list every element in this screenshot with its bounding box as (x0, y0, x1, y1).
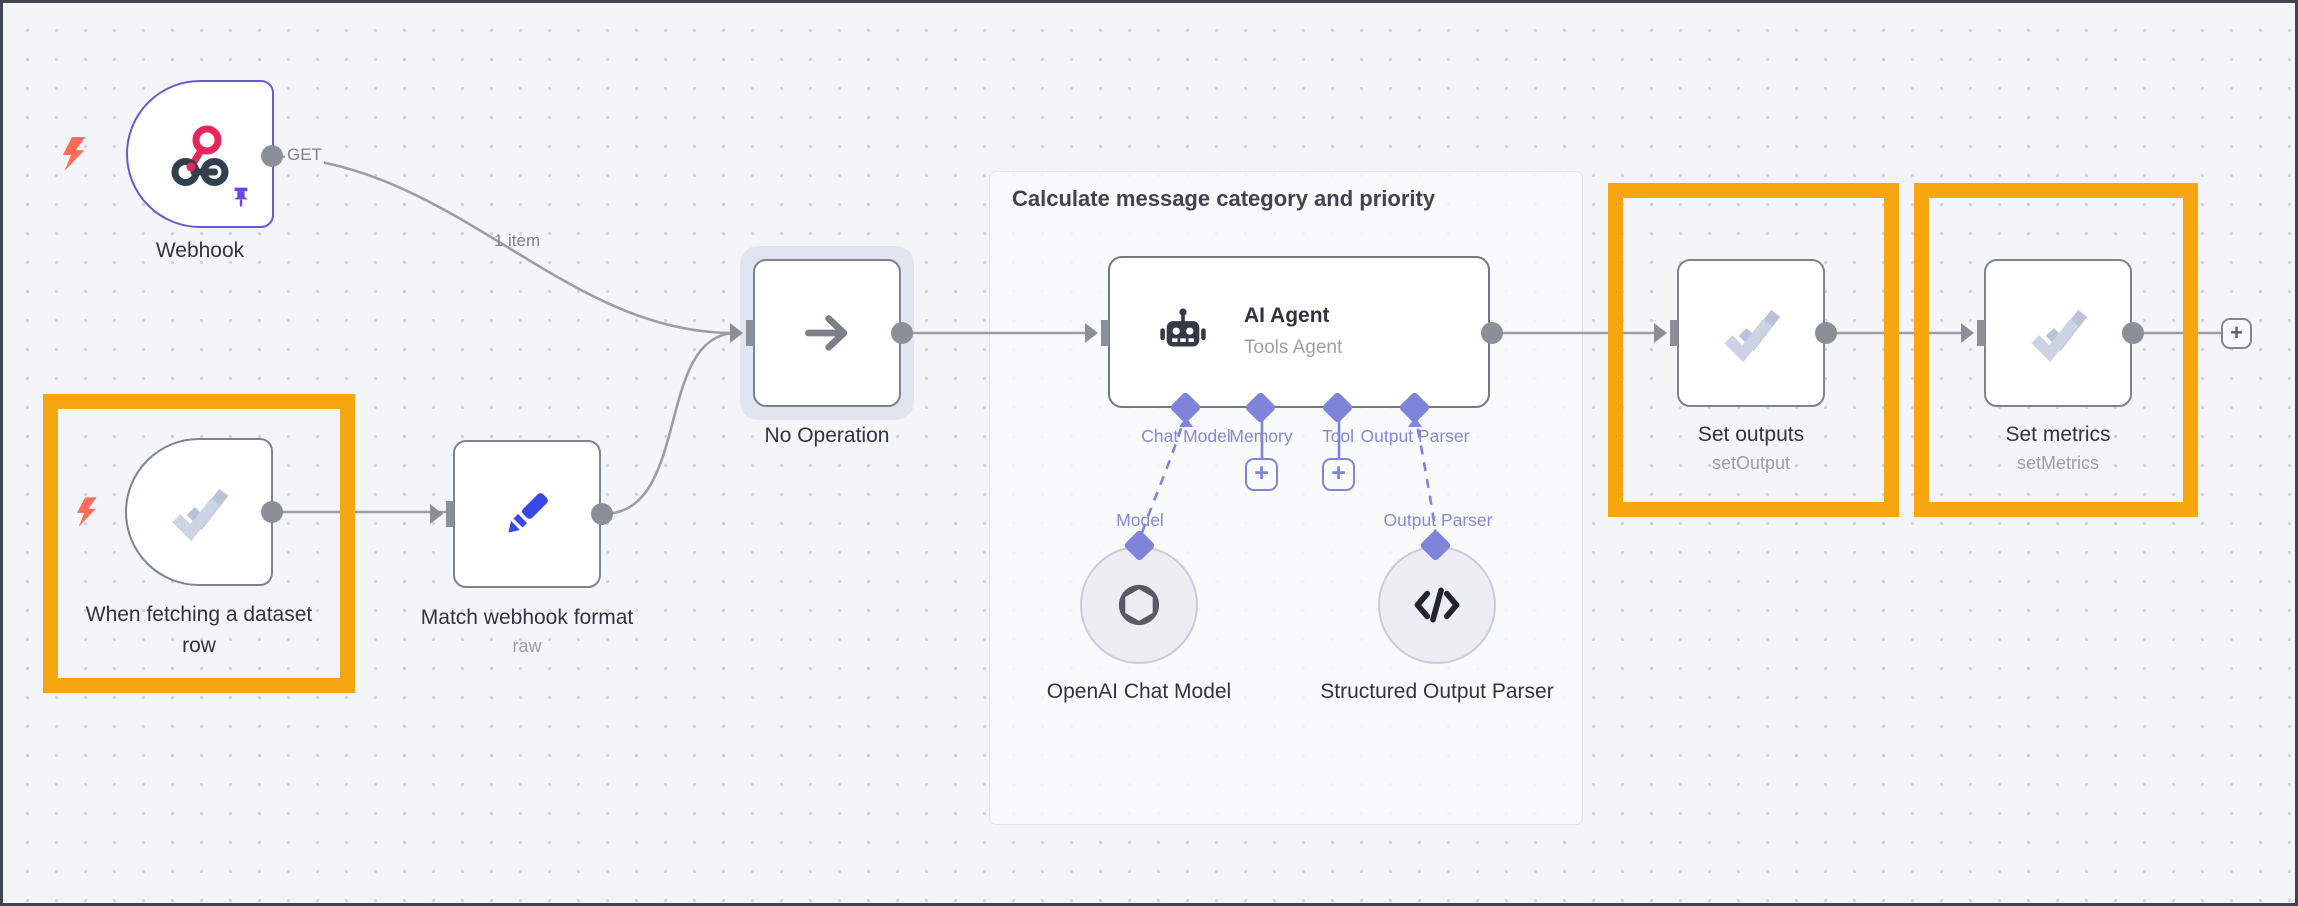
webhook-output-dot[interactable] (261, 145, 283, 167)
node-label-set-outputs: Set outputs setOutput (1697, 423, 1805, 473)
edge-items-label: 1 item (493, 231, 541, 250)
highlight-box-set-outputs (1608, 183, 1899, 517)
match-input-connector[interactable] (430, 499, 454, 529)
setmetrics-output-dot[interactable] (2122, 322, 2144, 344)
node-label-set-metrics: Set metrics setMetrics (2005, 423, 2111, 473)
setmetrics-input-connector[interactable] (1961, 318, 1985, 348)
chat-model-arrow-icon (1179, 417, 1193, 427)
pencil-icon (498, 485, 556, 543)
highlight-box-dataset-trigger (43, 394, 355, 693)
highlight-box-set-metrics (1914, 183, 2198, 517)
robot-icon (1154, 303, 1212, 361)
node-dataset-trigger[interactable] (125, 438, 273, 586)
edge-agent-to-parser[interactable] (1413, 411, 1438, 537)
noop-input-connector[interactable] (730, 318, 754, 348)
edge-match-to-noop[interactable] (602, 331, 734, 516)
link-label-output-parser: Output Parser (1383, 510, 1493, 530)
agent-title: AI Agent (1244, 304, 1330, 327)
add-memory-button[interactable]: + (1245, 458, 1278, 491)
agent-input-connector[interactable] (1085, 318, 1109, 348)
node-set-outputs[interactable] (1677, 259, 1825, 407)
lightning-icon (73, 494, 99, 530)
output-parser-arrow-icon (1408, 417, 1422, 427)
node-no-operation[interactable] (753, 259, 901, 407)
agent-subtitle: Tools Agent (1244, 337, 1343, 358)
openai-logo-icon (1110, 576, 1168, 634)
edge-webhook-to-noop[interactable] (273, 154, 734, 335)
node-label-structured-parser: Structured Output Parser (1320, 680, 1554, 703)
group-title: Calculate message category and priority (1012, 186, 1436, 211)
noop-output-dot[interactable] (891, 322, 913, 344)
port-label-output-parser: Output Parser (1360, 426, 1470, 446)
port-label-tool: Tool (1321, 426, 1355, 446)
node-ai-agent[interactable]: AI Agent Tools Agent (1108, 256, 1490, 408)
lightning-icon (58, 135, 88, 173)
agent-text: AI Agent Tools Agent (1244, 303, 1342, 361)
pushpin-icon (228, 186, 254, 212)
webhook-output-label: GET (285, 145, 324, 165)
add-node-button[interactable]: + (2221, 318, 2252, 349)
match-output-dot[interactable] (591, 503, 613, 525)
node-match-webhook-format[interactable] (453, 440, 601, 588)
setoutputs-output-dot[interactable] (1815, 322, 1837, 344)
node-set-metrics[interactable] (1984, 259, 2132, 407)
double-check-icon (1718, 300, 1784, 366)
webhook-icon (168, 122, 232, 186)
node-label-openai-model: OpenAI Chat Model (1046, 680, 1232, 703)
node-label-dataset-trigger: When fetching a dataset row (85, 603, 313, 657)
link-label-model: Model (1116, 510, 1164, 530)
port-label-memory: Memory (1229, 426, 1293, 446)
node-webhook[interactable] (126, 80, 274, 228)
dataset-output-dot[interactable] (261, 501, 283, 523)
setoutputs-input-connector[interactable] (1654, 318, 1678, 348)
edge-agent-to-model[interactable] (1139, 411, 1188, 537)
double-check-icon (2025, 300, 2091, 366)
arrow-right-icon (800, 306, 854, 360)
double-check-icon (166, 479, 232, 545)
node-structured-output-parser[interactable] (1378, 546, 1496, 664)
node-label-no-operation: No Operation (764, 424, 890, 447)
node-label-webhook: Webhook (155, 239, 245, 262)
agent-output-dot[interactable] (1481, 322, 1503, 344)
code-brackets-icon (1411, 579, 1463, 631)
node-openai-chat-model[interactable] (1080, 546, 1198, 664)
port-label-chat-model: Chat Model (1141, 426, 1231, 446)
add-tool-button[interactable]: + (1322, 458, 1355, 491)
node-label-match-format: Match webhook format raw (420, 606, 634, 656)
